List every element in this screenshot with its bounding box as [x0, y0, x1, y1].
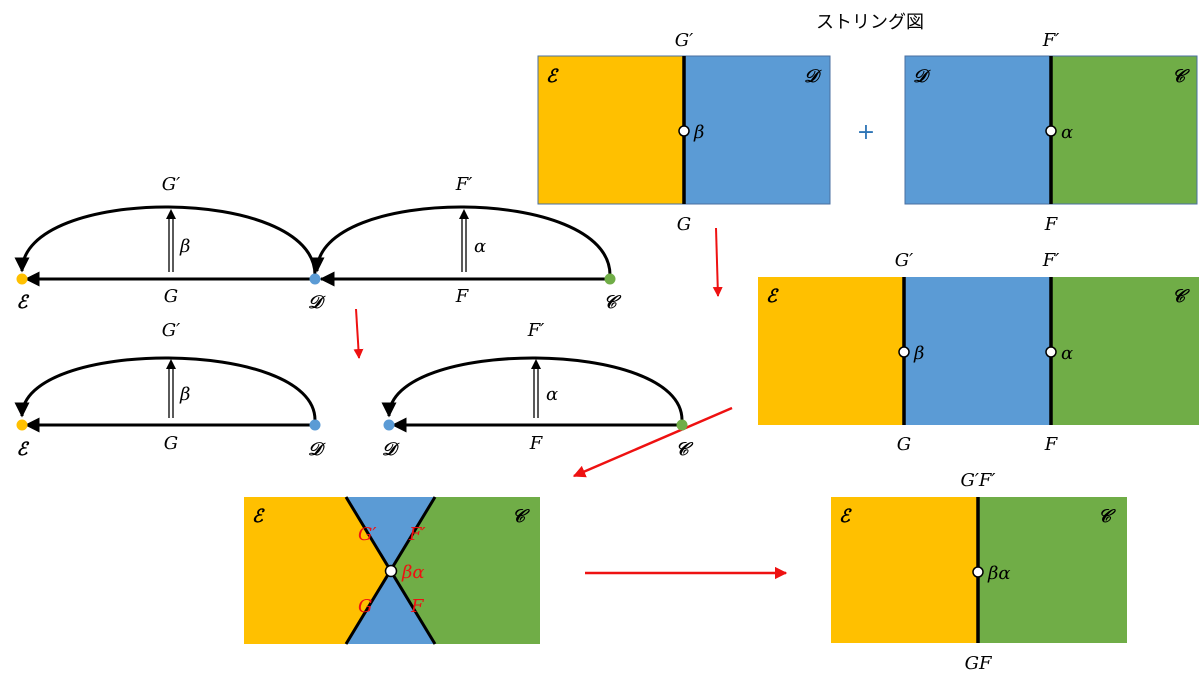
category-e-label: ℰ: [839, 506, 852, 527]
string-diagram-horizontal: ℰ 𝒞 G′ F′ G F β α: [758, 250, 1199, 455]
functor-f-label: F: [1044, 434, 1059, 455]
functor-fp-label: F′: [527, 320, 545, 341]
functor-fp-label: F′: [1042, 30, 1060, 51]
nat-beta-label: β: [179, 384, 190, 405]
functor-gpfp-label: G′F′: [960, 470, 995, 491]
category-e-label: ℰ: [17, 292, 30, 313]
globular-diagram-alpha: 𝒟 𝒞 F′ F α: [381, 320, 693, 460]
category-e-label: ℰ: [17, 439, 30, 460]
functor-fp-label: F′: [1042, 250, 1060, 271]
category-e-label: ℰ: [766, 286, 779, 307]
red-arrow-down-right: [712, 227, 723, 297]
functor-fp-label: F′: [408, 524, 426, 545]
category-e-label: ℰ: [546, 66, 559, 87]
string-diagram-composite: ℰ 𝒞 G′F′ GF βα: [831, 470, 1127, 674]
nat-beta-label: β: [913, 343, 924, 364]
functor-g-label: G: [164, 433, 178, 454]
nat-beta-alpha-label: βα: [401, 562, 425, 583]
functor-g-label: G: [677, 214, 691, 235]
nat-beta-label: β: [693, 122, 704, 143]
string-diagram-crossed: ℰ 𝒞 G′ F′ G F βα: [244, 496, 540, 645]
nat-alpha-label: α: [1061, 343, 1073, 364]
globular-diagram-beta: ℰ 𝒟 G′ G β: [14, 320, 326, 460]
functor-f-label: F: [529, 433, 544, 454]
functor-gf-label: GF: [965, 653, 993, 674]
category-d-label: 𝒟: [308, 292, 326, 313]
functor-gp-label: G′: [162, 320, 180, 341]
category-c-label: 𝒞: [603, 292, 621, 313]
functor-gp-label: G′: [162, 174, 180, 195]
category-d-label: 𝒟: [913, 66, 931, 87]
nat-alpha-label: α: [1061, 122, 1073, 143]
functor-g-label: G: [897, 434, 911, 455]
functor-gp-label: G′: [675, 30, 693, 51]
functor-gp-label: G′: [358, 524, 376, 545]
category-d-label: 𝒟: [382, 439, 400, 460]
functor-f-label: F: [410, 596, 425, 617]
category-d-label: 𝒟: [308, 439, 326, 460]
functor-g-label: G: [164, 286, 178, 307]
red-arrow-diagonal: [572, 406, 733, 478]
functor-g-label: G: [358, 596, 372, 617]
plus-sign: +: [857, 120, 875, 145]
functor-gp-label: G′: [895, 250, 913, 271]
page-title: ストリング図: [816, 12, 924, 33]
functor-f-label: F: [455, 286, 470, 307]
category-e-label: ℰ: [252, 506, 265, 527]
nat-alpha-label: α: [546, 384, 558, 405]
string-diagram-beta: ℰ 𝒟 G′ G β: [537, 30, 831, 235]
nat-alpha-label: α: [474, 236, 486, 257]
nat-beta-alpha-label: βα: [987, 563, 1011, 584]
red-arrow-down-left: [353, 308, 364, 359]
category-d-label: 𝒟: [804, 66, 822, 87]
functor-f-label: F: [1044, 214, 1059, 235]
string-diagram-alpha: 𝒟 𝒞 F′ F α: [904, 30, 1198, 235]
nat-beta-label: β: [179, 236, 190, 257]
globular-diagram-combined: ℰ 𝒟 𝒞 G′ F′ G F β α: [14, 174, 621, 313]
functor-fp-label: F′: [455, 174, 473, 195]
category-c-label: 𝒞: [675, 439, 693, 460]
